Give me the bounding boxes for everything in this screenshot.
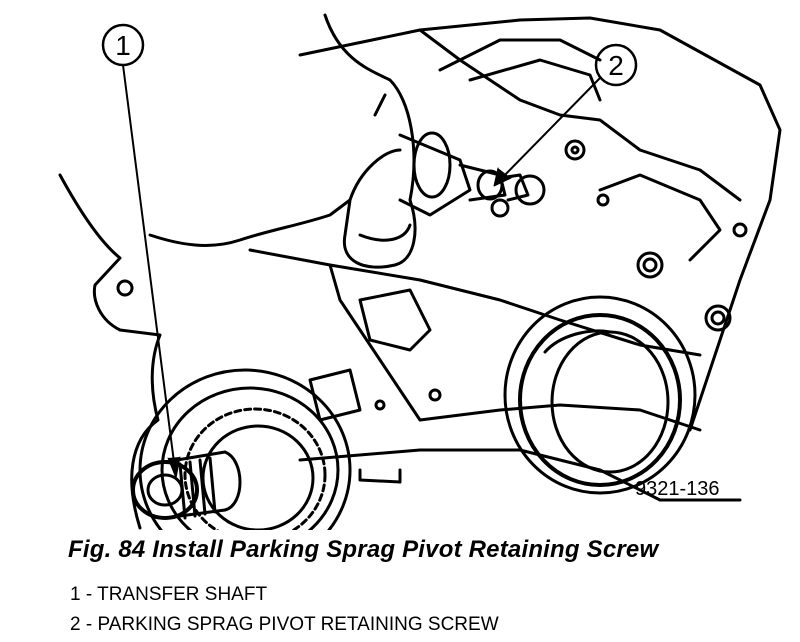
callout-2-number: 2 [608,50,624,81]
legend-item: 2 - PARKING SPRAG PIVOT RETAINING SCREW [70,614,499,635]
figure-id: 9321-136 [635,478,720,500]
technical-illustration: 1 2 9321-136 [58,13,782,530]
legend: 1 - TRANSFER SHAFT 2 - PARKING SPRAG PIV… [70,580,499,640]
transfer-shaft [131,450,242,520]
parking-sprag-pivot-retaining-screw [498,173,530,202]
callout-1-number: 1 [115,30,131,61]
case-bolts [116,139,748,411]
legend-item: 1 - TRANSFER SHAFT [70,584,268,605]
technician-hand [148,13,417,269]
figure-caption: Fig. 84 Install Parking Sprag Pivot Reta… [68,536,659,563]
output-bore-seal [503,295,697,495]
callout-1 [101,23,181,479]
screwdriver-socket [398,131,507,217]
callout-2 [493,43,638,187]
illustration-svg: 1 2 9321-136 [58,13,782,530]
transmission-case-outline [58,16,782,530]
